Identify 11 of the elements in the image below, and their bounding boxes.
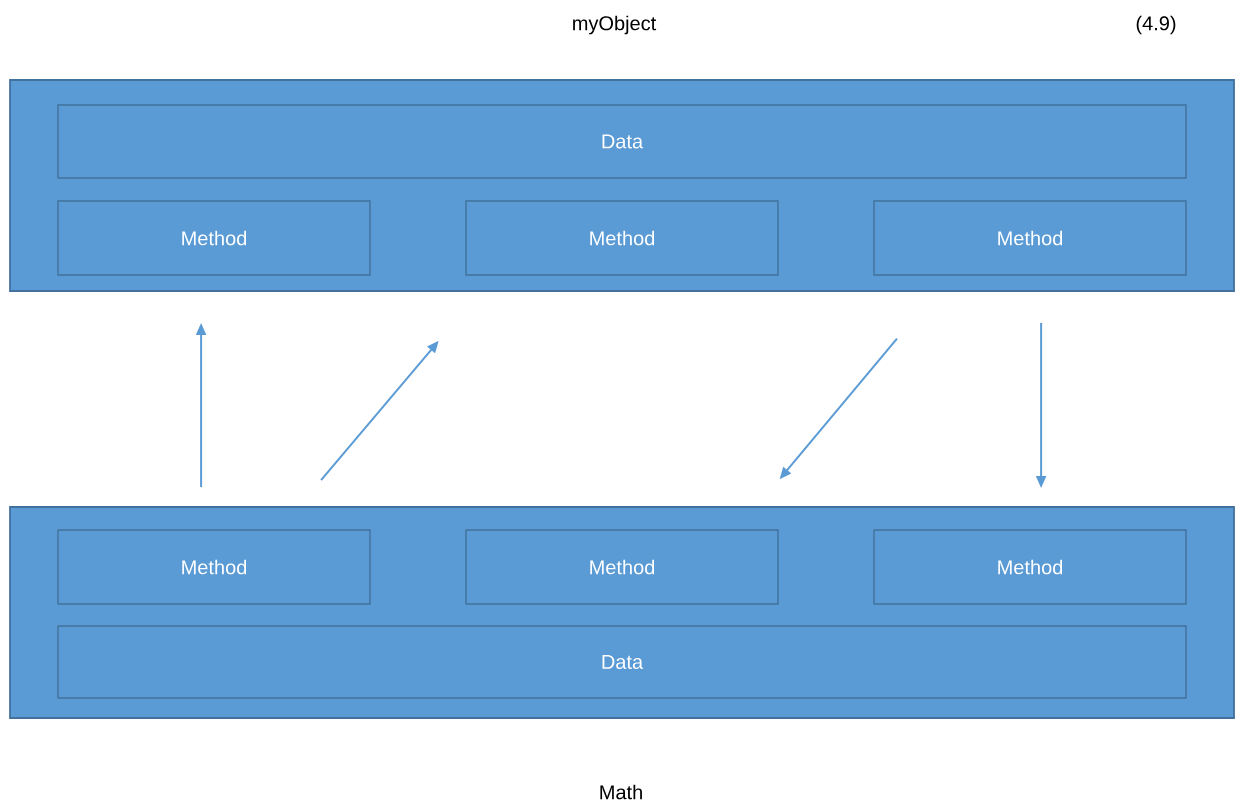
object-name: Math: [600, 784, 642, 800]
method-box: Method: [873, 529, 1187, 605]
data-box: Data: [57, 104, 1187, 179]
method-box: Method: [873, 200, 1187, 276]
equation-number: (4.9): [1136, 15, 1176, 35]
method-box: Method: [465, 200, 779, 276]
data-box: Data: [57, 625, 1187, 699]
method-box: Method: [57, 200, 371, 276]
method-box: Method: [465, 529, 779, 605]
method-box: Method: [57, 529, 371, 605]
object-name: myObject: [573, 15, 657, 35]
